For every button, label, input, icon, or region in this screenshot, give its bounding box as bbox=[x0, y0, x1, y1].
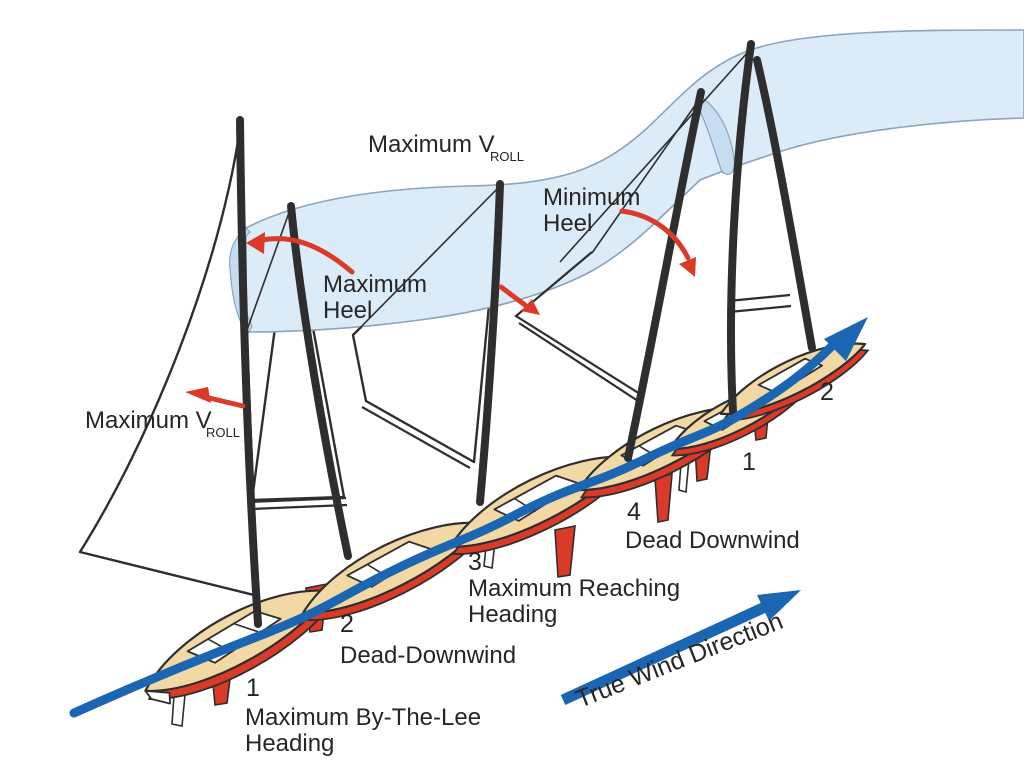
min-heel-arrow bbox=[619, 208, 691, 261]
vroll-mid-arrowhead bbox=[521, 299, 540, 315]
vroll-left-arrow bbox=[202, 394, 246, 409]
label-pos1-line2: Heading bbox=[245, 730, 334, 757]
boom-boat3 bbox=[361, 406, 471, 469]
course-line bbox=[69, 341, 837, 718]
max-heel-arrowhead bbox=[246, 232, 265, 254]
boom-boat2-a bbox=[249, 496, 347, 504]
label-pos5-num: 1 bbox=[742, 448, 756, 476]
boom-boat6-a bbox=[727, 293, 791, 303]
mainsail-boat4-outline bbox=[514, 251, 641, 395]
masts bbox=[236, 40, 816, 628]
red-arrows bbox=[185, 208, 696, 409]
boom-boat2-b bbox=[250, 503, 348, 511]
leech-line-boat3 bbox=[352, 185, 501, 336]
mast-boat1 bbox=[236, 116, 262, 628]
min-heel-arrowhead bbox=[679, 257, 696, 277]
leech-line-boat2 bbox=[246, 206, 292, 331]
boom-boat4 bbox=[518, 322, 639, 402]
leech-line-boat5 bbox=[559, 51, 749, 263]
label-max-vroll-left: Maximum V bbox=[85, 407, 212, 434]
masthead-band bbox=[229, 29, 1024, 336]
mainsail-boat1 bbox=[78, 120, 260, 598]
keel-boat4 bbox=[654, 472, 673, 523]
vroll-left-arrowhead bbox=[185, 387, 211, 403]
rigging-lines bbox=[246, 51, 749, 336]
keel-boat3 bbox=[554, 525, 576, 578]
masthead-band-ribbon bbox=[245, 29, 1024, 333]
label-pos1-line1: Maximum By-The-Lee bbox=[245, 704, 481, 731]
mast-boat2 bbox=[287, 202, 352, 560]
mast-boat6 bbox=[753, 56, 816, 352]
transom-boat1 bbox=[144, 689, 171, 705]
label-maximum-heel-line1: Maximum bbox=[323, 271, 427, 298]
label-maximum-heel-line2: Heel bbox=[323, 297, 372, 324]
boom-boat6-b bbox=[728, 304, 792, 314]
label-pos2-line1: Dead-Downwind bbox=[340, 642, 516, 669]
label-minimum-heel-line2: Heel bbox=[543, 210, 592, 237]
label-true-wind: True Wind Direction bbox=[572, 607, 787, 714]
label-minimum-heel-line1: Minimum bbox=[543, 184, 640, 211]
label-max-vroll-left-sub: ROLL bbox=[206, 425, 240, 440]
course bbox=[69, 317, 868, 718]
sail-details bbox=[249, 251, 792, 511]
label-pos2-num: 2 bbox=[340, 610, 354, 638]
wind-arrow-shaft bbox=[560, 602, 768, 705]
label-max-vroll-top-sub: ROLL bbox=[490, 149, 524, 164]
label-pos1-num: 1 bbox=[246, 674, 260, 702]
leech-line-boat4 bbox=[591, 93, 704, 254]
vroll-mid-arrow bbox=[498, 284, 528, 308]
mast-boat3 bbox=[476, 180, 504, 506]
label-pos4-num: 4 bbox=[627, 498, 641, 526]
label-pos3-line2: Heading bbox=[468, 601, 557, 628]
course-arrowhead bbox=[824, 317, 868, 361]
label-pos6-num: 2 bbox=[820, 378, 834, 406]
band-shoulder-fold bbox=[695, 95, 735, 175]
mast-boat5 bbox=[727, 40, 755, 416]
label-pos4-line1: Dead Downwind bbox=[625, 527, 800, 554]
max-heel-arrow bbox=[259, 236, 355, 275]
label-max-vroll-top: Maximum V bbox=[368, 131, 495, 158]
wind bbox=[560, 590, 801, 705]
wind-arrowhead bbox=[757, 590, 801, 621]
label-pos3-line1: Maximum Reaching bbox=[468, 575, 680, 602]
mast-boat4 bbox=[624, 88, 705, 462]
label-pos3-num: 3 bbox=[468, 548, 482, 576]
